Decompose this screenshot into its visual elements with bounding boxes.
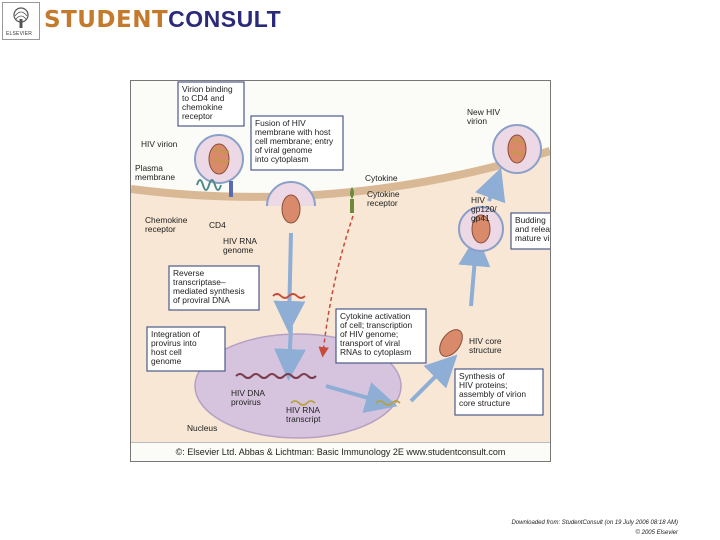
label-plasma-membrane: Plasma membrane bbox=[135, 163, 175, 182]
box-budding-text: Budding and release of mature virion bbox=[515, 215, 550, 243]
arrow-integration bbox=[273, 325, 306, 381]
label-hiv-core: HIV core structure bbox=[469, 336, 504, 355]
box-integration-text: Integration of provirus into host cell g… bbox=[151, 329, 202, 366]
brand-consult: CONSULT bbox=[168, 6, 282, 32]
label-hiv-dna-provirus: HIV DNA provirus bbox=[231, 388, 267, 407]
arrow-cytokine-signal bbox=[318, 215, 354, 358]
label-cd4: CD4 bbox=[209, 220, 226, 230]
label-hiv-rna-transcript: HIV RNA transcript bbox=[286, 405, 322, 424]
cd4-shape bbox=[229, 181, 233, 197]
arrow-assembly bbox=[409, 354, 458, 403]
figure-caption: ©: Elsevier Ltd. Abbas & Lichtman: Basic… bbox=[131, 442, 550, 461]
box-protein-synthesis-text: Synthesis of HIV proteins; assembly of v… bbox=[459, 371, 528, 408]
hiv-core-shape bbox=[439, 329, 463, 357]
box-cytokine-activation bbox=[335, 308, 427, 364]
hiv-life-cycle-figure: Virion binding to CD4 and chemokine rece… bbox=[130, 80, 551, 462]
proviral-dna-squiggle bbox=[235, 373, 317, 379]
arrow-budding bbox=[458, 234, 491, 307]
label-hiv-virion: HIV virion bbox=[141, 139, 178, 149]
elsevier-logo-text: ELSEVIER bbox=[6, 31, 33, 37]
box-protein-synthesis bbox=[454, 368, 544, 416]
elsevier-logo: ELSEVIER bbox=[2, 2, 40, 40]
label-nucleus: Nucleus bbox=[187, 423, 217, 433]
box-fusion-text: Fusion of HIV membrane with host cell me… bbox=[255, 118, 336, 164]
rna-transcript-squiggle bbox=[290, 400, 316, 406]
box-fusion bbox=[250, 115, 344, 171]
box-virion-binding-text: Virion binding to CD4 and chemokine rece… bbox=[182, 84, 235, 121]
label-chemokine-receptor: Chemokine receptor bbox=[145, 215, 190, 234]
arrow-entry bbox=[273, 232, 306, 333]
budding-virion-shape bbox=[458, 206, 504, 252]
brand-student: STUDENT bbox=[44, 7, 169, 33]
label-gp120-gp41: HIV gp120/ gp41 bbox=[471, 195, 499, 223]
arrow-export bbox=[325, 382, 398, 413]
chemokine-receptor-shape bbox=[196, 179, 222, 191]
plasma-membrane bbox=[131, 147, 550, 201]
hiv-life-cycle-diagram: Virion binding to CD4 and chemokine rece… bbox=[131, 81, 550, 443]
box-reverse-transcription bbox=[168, 265, 260, 311]
tree-icon bbox=[13, 7, 29, 28]
label-cytokine-receptor: Cytokine receptor bbox=[367, 189, 402, 208]
label-hiv-rna-genome: HIV RNA genome bbox=[223, 236, 259, 255]
box-virion-binding bbox=[177, 81, 245, 127]
box-budding bbox=[510, 212, 550, 250]
copyright-notice: © 2005 Elsevier bbox=[635, 530, 678, 536]
exported-rna-squiggle bbox=[375, 400, 401, 406]
box-cytokine-activation-text: Cytokine activation of cell; transcripti… bbox=[340, 311, 414, 357]
label-cytokine: Cytokine bbox=[365, 173, 398, 183]
label-new-hiv-virion: New HIV virion bbox=[467, 107, 502, 126]
hiv-virion-shape bbox=[194, 134, 244, 184]
box-reverse-transcription-text: Reverse transcriptase– mediated synthesi… bbox=[173, 268, 247, 305]
box-integration bbox=[146, 326, 226, 372]
download-notice: Downloaded from: StudentConsult (on 19 J… bbox=[511, 520, 678, 526]
arrow-release bbox=[475, 167, 506, 204]
new-virion-shape bbox=[492, 124, 542, 174]
student-consult-logo: STUDENTCONSULT bbox=[44, 6, 281, 33]
fusing-virion-shape bbox=[266, 181, 316, 224]
cytokine-shape bbox=[350, 187, 354, 213]
viral-rna-squiggle bbox=[272, 293, 306, 299]
